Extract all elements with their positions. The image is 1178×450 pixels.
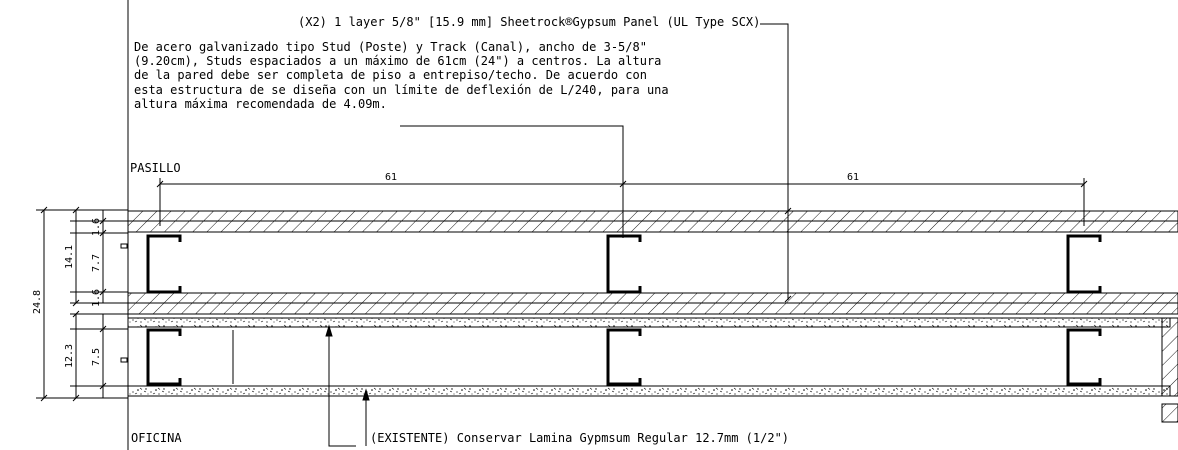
dim-layer-1: 1.6 [91,218,102,236]
gypsum-layer-mid-1 [127,292,1178,304]
description-line: De acero galvanizado tipo Stud (Poste) y… [134,40,647,54]
dim-total: 24.8 [32,290,43,314]
vertical-dimension-lines [36,206,128,402]
existing-wall-cap [1161,403,1178,423]
spacing-label-2: 61 [847,172,859,183]
gypsum-layer-top-1 [127,210,1178,222]
description-line: altura máxima recomendada de 4.09m. [134,96,387,111]
description-line: esta estructura de se diseña con un lími… [134,82,669,97]
room-label-bottom: OFICINA [131,431,182,445]
existing-layer-top [127,317,1171,328]
dim-group-bottom: 12.3 [64,344,75,368]
studs-lower [146,328,1102,386]
dim-layer-2: 7.7 [91,254,102,272]
fastener-marks [120,243,128,363]
description-line: (9.20cm), Studs espaciados a un máximo d… [134,54,662,69]
description-line: de la pared debe ser completa de piso a … [134,68,647,83]
existing-wall-return [1161,317,1178,397]
leaders [325,23,792,447]
dim-layer-3: 1.6 [91,289,102,307]
gypsum-layer-mid-2 [127,302,1178,315]
room-label-top: PASILLO [130,161,181,175]
studs-upper [146,234,1102,294]
gypsum-layer-top-2 [127,220,1178,233]
stud-description: De acero galvanizado tipo Stud (Poste) y… [134,40,694,111]
dim-layer-4: 7.5 [91,348,102,366]
spacing-label-1: 61 [385,172,397,183]
dim-group-top: 14.1 [64,245,75,269]
top-panel-note: (X2) 1 layer 5/8" [15.9 mm] Sheetrock®Gy… [298,15,760,29]
existing-layer-bottom [127,385,1171,397]
bottom-panel-note: (EXISTENTE) Conservar Lamina Gypmsum Reg… [370,431,789,445]
